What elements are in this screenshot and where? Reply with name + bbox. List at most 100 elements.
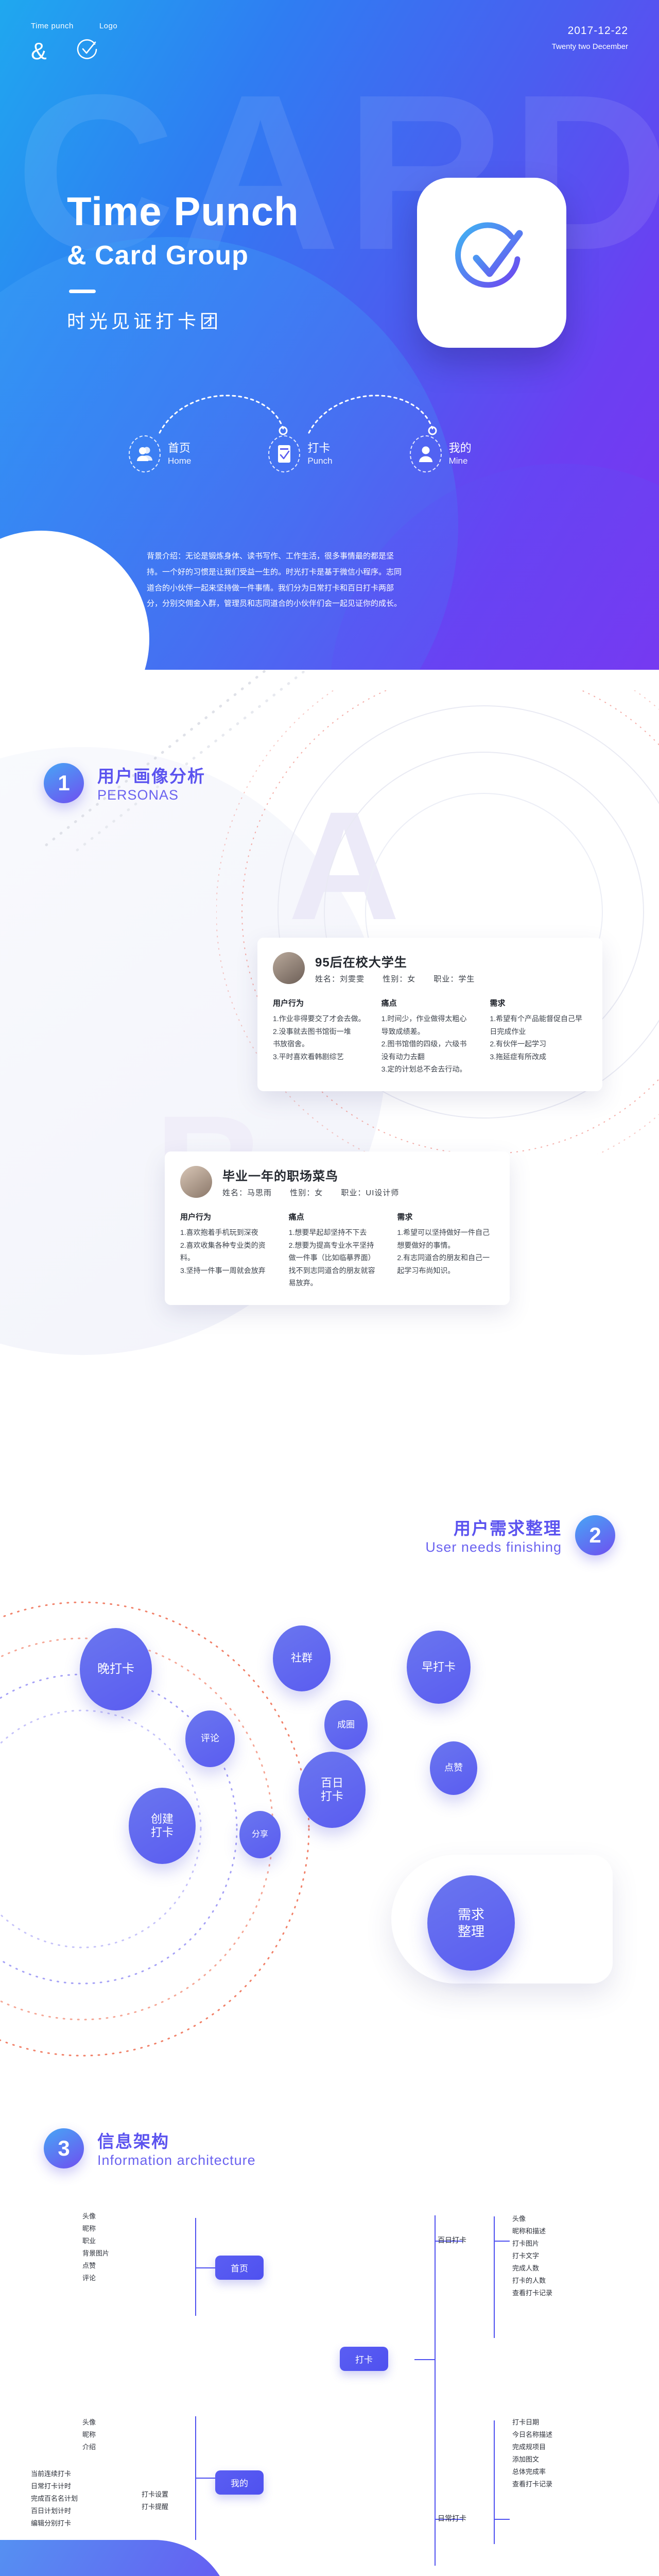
hero-divider: [69, 289, 96, 293]
persona-job: 职业：UI设计师: [341, 1189, 400, 1197]
column-body: 1.喜欢抱着手机玩到深夜 2.喜欢收集各种专业类的资 料。 3.坚持一件事一周就…: [180, 1228, 266, 1275]
ia-branch-title: 日常打卡: [438, 2514, 466, 2522]
persona-gender: 性别：女: [383, 975, 416, 984]
persona-column-behaviour: 用户行为 1.作业非得要交了才会去做。 2.没事就去图书馆街一堆 书放宿舍。 3…: [273, 997, 368, 1076]
nav-item-punch[interactable]: 打卡 Punch: [268, 435, 333, 472]
date-sub: Twenty two December: [551, 42, 628, 51]
column-heading: 需求: [397, 1213, 413, 1222]
nav-label-en-home: Home: [168, 456, 192, 466]
section2-title-en: User needs finishing: [425, 1539, 562, 1555]
nav-labels-punch: 打卡 Punch: [307, 440, 332, 468]
brand-labels: Time punch Logo: [31, 22, 117, 30]
column-heading: 需求: [490, 999, 506, 1008]
need-bubble-label: 晚打卡: [97, 1662, 134, 1676]
persona-header: 95后在校大学生 姓名：刘雯雯 性别：女 职业：学生: [273, 952, 585, 984]
hero-title-cn: 时光见证打卡团: [67, 310, 222, 332]
column-body: 1.时间少，作业做得太粗心 导致成绩差。 2.图书馆借的四级，六级书 没有动力去…: [381, 1014, 467, 1073]
need-bubble[interactable]: 评论: [185, 1710, 235, 1767]
persona-job: 职业：学生: [433, 975, 475, 984]
section3-title-cn: 信息架构: [97, 2132, 169, 2151]
section1-title-cn: 用户画像分析: [97, 767, 205, 786]
hero-topbar: Time punch Logo & 2017-12-22 Twenty two …: [0, 22, 659, 64]
nav-label-cn-home: 首页: [168, 441, 191, 454]
need-bubble-label: 社群: [291, 1652, 313, 1665]
ia-leaf-group: 打卡设置 打卡提醒: [142, 2490, 169, 2511]
persona-header: 毕业一年的职场菜鸟 姓名：马思雨 性别：女 职业：UI设计师: [180, 1166, 492, 1198]
section-user-needs: 2 用户需求整理 User needs finishing 晚打卡 社群 早打卡…: [0, 1473, 659, 2107]
persona-column-painpoints: 痛点 1.时间少，作业做得太粗心 导致成绩差。 2.图书馆借的四级，六级书 没有…: [381, 997, 477, 1076]
need-bubble[interactable]: 早打卡: [407, 1631, 471, 1704]
brand-label-logo: Logo: [99, 22, 118, 30]
ia-node-home[interactable]: 首页: [215, 2256, 264, 2280]
needs-summary-bubble[interactable]: 需求 整理: [427, 1875, 515, 1971]
need-bubble[interactable]: 分享: [239, 1811, 281, 1858]
persona-column-painpoints: 痛点 1.想要早起却坚持不下去 2.想要为提高专业水平坚持 做一件事（比如临摹界…: [289, 1211, 384, 1290]
nav-label-en-mine: Mine: [448, 456, 468, 466]
section2-number: 2: [575, 1515, 615, 1555]
persona-column-behaviour: 用户行为 1.喜欢抱着手机玩到深夜 2.喜欢收集各种专业类的资 料。 3.坚持一…: [180, 1211, 275, 1290]
hero-nav-list: 首页 Home 打卡 Punch: [129, 435, 472, 472]
section1-title-en: PERSONAS: [97, 787, 179, 803]
ia-node-punch[interactable]: 打卡: [340, 2347, 388, 2371]
section2-title-cn: 用户需求整理: [454, 1519, 562, 1538]
column-heading: 痛点: [381, 999, 397, 1008]
ia-leaf-group: 头像 昵称 介绍: [82, 2418, 96, 2451]
section1-number: 1: [44, 762, 84, 803]
users-icon: [129, 435, 161, 472]
section-personas: A B 1 用户画像分析 PERSONAS 95后在校大学生: [0, 670, 659, 1473]
persona-card: 毕业一年的职场菜鸟 姓名：马思雨 性别：女 职业：UI设计师 用户行为 1.喜欢…: [165, 1151, 510, 1305]
avatar: [180, 1166, 212, 1198]
nav-item-mine[interactable]: 我的 Mine: [409, 435, 472, 472]
hero-subtitle: & Card Group: [67, 240, 249, 270]
section3-number: 3: [44, 2128, 84, 2168]
persona-card: 95后在校大学生 姓名：刘雯雯 性别：女 职业：学生 用户行为 1.作业非得要交…: [257, 938, 602, 1091]
need-bubble[interactable]: 晚打卡: [80, 1628, 152, 1710]
ia-node-mine[interactable]: 我的: [215, 2470, 264, 2495]
persona-title: 95后在校大学生: [315, 956, 407, 970]
need-bubble-label: 评论: [201, 1733, 219, 1744]
persona-name: 姓名：马思雨: [222, 1189, 272, 1197]
paragraph-label: 背景介绍：: [147, 552, 186, 561]
hero-title-block: Time Punch & Card Group 时光见证打卡团: [67, 189, 299, 333]
need-bubble-label: 分享: [251, 1830, 268, 1839]
need-bubble-label: 早打卡: [421, 1660, 456, 1673]
need-bubble[interactable]: 成圈: [324, 1700, 368, 1750]
need-bubble[interactable]: 点赞: [430, 1741, 477, 1795]
paragraph-body: 无论是锻炼身体、读书写作、工作生活，很多事情最的都是坚持。一个好的习惯是让我们受…: [147, 552, 402, 608]
ia-leaf-group: 头像 昵称 职业 背景图片 点赞 评论: [82, 2212, 110, 2282]
ghost-letter-a: A: [288, 779, 400, 952]
persona-title: 毕业一年的职场菜鸟: [222, 1170, 338, 1183]
column-body: 1.作业非得要交了才会去做。 2.没事就去图书馆街一堆 书放宿舍。 3.平时喜欢…: [273, 1014, 366, 1061]
column-heading: 痛点: [288, 1213, 304, 1222]
hero-title: Time Punch: [67, 189, 299, 234]
persona-meta: 姓名：刘雯雯 性别：女 职业：学生: [315, 973, 490, 984]
section2-heading: 2 用户需求整理 User needs finishing: [425, 1515, 615, 1555]
nav-item-home[interactable]: 首页 Home: [129, 435, 191, 472]
need-bubble-label: 百日 打卡: [320, 1776, 343, 1803]
nav-labels-mine: 我的 Mine: [449, 440, 472, 468]
column-heading: 用户行为: [180, 1213, 212, 1222]
ampersand-icon: &: [31, 37, 47, 64]
brand-label-time-punch: Time punch: [31, 22, 74, 30]
section1-heading: 1 用户画像分析 PERSONAS: [44, 762, 205, 803]
column-heading: 用户行为: [273, 999, 304, 1008]
date-main: 2017-12-22: [567, 25, 628, 37]
column-body: 1.想要早起却坚持不下去 2.想要为提高专业水平坚持 做一件事（比如临摹界面） …: [288, 1228, 375, 1287]
section3-title-en: Information architecture: [97, 2153, 256, 2168]
need-bubble[interactable]: 社群: [273, 1625, 331, 1691]
hero-background-paragraph: 背景介绍：无论是锻炼身体、读书写作、工作生活，很多事情最的都是坚持。一个好的习惯…: [147, 549, 404, 612]
decor-dotted-diagonal: [45, 670, 308, 852]
need-bubble-label: 点赞: [444, 1762, 463, 1773]
app-logo-icon: [455, 222, 523, 288]
need-bubble[interactable]: 百日 打卡: [299, 1752, 366, 1828]
need-bubble[interactable]: 创建 打卡: [129, 1788, 196, 1864]
nav-label-en-punch: Punch: [307, 456, 333, 466]
need-bubble-label: 成圈: [337, 1719, 355, 1730]
hero-date: 2017-12-22 Twenty two December: [552, 22, 628, 64]
needs-summary-label: 需求 整理: [457, 1907, 484, 1939]
section3-heading: 3 信息架构 Information architecture: [44, 2128, 256, 2168]
need-bubble-label: 创建 打卡: [150, 1812, 174, 1839]
column-body: 1.希望有个产品能督促自己早 日完成作业 2.有伙伴一起学习 3.拖延症有所改成: [490, 1014, 583, 1061]
app-icon-tile: [417, 178, 566, 348]
